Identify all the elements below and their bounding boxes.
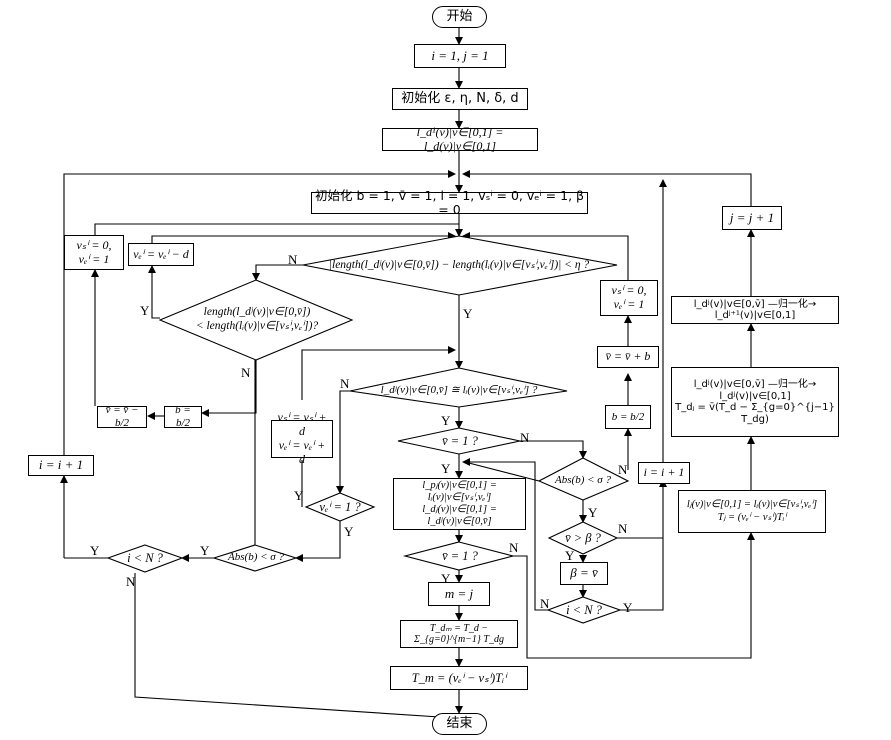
decision-vbar1-b — [402, 541, 516, 571]
decision-length-eta-text: |length(l_dʲ(v)|v∈[0,v̄]) − length(lᵢ(v)… — [328, 259, 590, 272]
i-plus-left-box: i = i + 1 — [28, 455, 94, 476]
label-no: N — [126, 574, 136, 589]
flow-line — [301, 346, 456, 400]
decision-ve1 — [304, 492, 376, 522]
set-ld-box: l_d¹(v)|v∈[0,1] = l_d(v)|v∈[0,1] — [382, 125, 538, 152]
decision-length-lt — [158, 279, 354, 361]
vbar-plus-b-box: v̄ = v̄ + b — [597, 346, 659, 368]
label-yes: Y — [441, 461, 451, 476]
assign-l-box: l_pⱼ(v)|v∈[0,1] = lᵢ(v)|v∈[vₛⁱ,vₑⁱ] l_dⱼ… — [393, 478, 526, 530]
flow-line — [462, 232, 629, 280]
label-yes: Y — [463, 306, 473, 321]
decision-abs-right — [537, 457, 630, 501]
decision-length-lt-text: length(l_dʲ(v)|v∈[0,v̄]) < length(lᵢ(v)|… — [195, 306, 319, 332]
flow-line — [462, 170, 752, 206]
normalize-box: l_dʲ(v)|v∈[0,v̄] —归一化→ l_dʲ⁺¹(v)|v∈[0,1] — [671, 296, 839, 324]
ve-minus-d-box: vₑⁱ = vₑⁱ − d — [128, 243, 194, 266]
decision-vbar-gt-beta-text: v̄ > β ? — [565, 530, 601, 545]
decision-vbar-gt-beta — [547, 521, 619, 555]
flow-line — [513, 532, 755, 659]
j-plus-box: j = j + 1 — [722, 206, 782, 230]
vs0-ve1-left-box: vₛⁱ = 0, vₑⁱ = 1 — [64, 235, 124, 270]
label-no: N — [520, 430, 530, 445]
label-yes: Y — [623, 600, 633, 615]
label-no: N — [288, 252, 298, 267]
decision-length-eta — [302, 235, 618, 296]
start-terminal: 开始 — [432, 6, 487, 28]
flow-line — [201, 360, 257, 417]
label-no: N — [618, 521, 628, 536]
vbar-minus-box: v̄ = v̄ − b/2 — [97, 404, 147, 429]
flow-line — [94, 223, 459, 235]
label-yes: Y — [140, 303, 150, 318]
decision-similar-text: l_dʲ(v)|v∈[0,v̄] ≅ lᵢ(v)|v∈[vₛⁱ,vₑⁱ] ? — [380, 384, 538, 397]
T-dm-box: T_dₘ = T_d − Σ_{g=0}^{m−1} T_dg — [400, 620, 518, 648]
decision-i-lt-N-right — [546, 596, 622, 624]
vs0-ve1-right-box: vₛⁱ = 0, vₑⁱ = 1 — [600, 280, 658, 316]
label-yes: Y — [588, 505, 598, 520]
T-m-box: T_m = (vₑⁱ − vₛⁱ)Tᵢⁱ — [390, 666, 528, 690]
decision-abs-left-text: Abs(b) < σ ? — [228, 551, 284, 564]
decision-i-lt-N-left — [106, 544, 184, 573]
decision-vbar1-b-text: v̄ = 1 ? — [442, 548, 478, 563]
label-no: N — [509, 540, 519, 555]
decision-abs-right-text: Abs(b) < σ ? — [555, 474, 611, 487]
flow-line — [464, 461, 540, 482]
flow-line — [462, 458, 548, 611]
init-params-box: 初始化 ε, η, N, δ, d — [392, 88, 528, 110]
flow-line — [63, 170, 456, 455]
decision-i-lt-N-right-text: i < N ? — [566, 602, 602, 617]
label-no: N — [241, 365, 251, 380]
flow-line — [252, 264, 307, 281]
b-half-right-box: b = b/2 — [605, 405, 651, 429]
beta-box: β = v̄ — [560, 562, 608, 585]
i-plus-right-box: i = i + 1 — [638, 462, 690, 484]
label-yes: Y — [565, 548, 575, 563]
decision-similar — [349, 367, 568, 408]
flow-line — [151, 232, 456, 243]
flow-line — [520, 440, 587, 459]
label-yes: Y — [200, 543, 210, 558]
decision-ve1-text: vₑⁱ = 1 ? — [319, 499, 361, 514]
label-no: N — [618, 462, 628, 477]
label-yes: Y — [344, 524, 354, 539]
label-yes: Y — [90, 543, 100, 558]
decision-vbar1-a-text: v̄ = 1 ? — [442, 433, 478, 448]
init-ij-box: i = 1, j = 1 — [414, 44, 506, 68]
label-yes: Y — [441, 571, 451, 586]
label-yes: Y — [294, 488, 304, 503]
init-b-box: 初始化 b = 1, v̄ = 1, i = 1, vₛⁱ = 0, vₑⁱ =… — [311, 188, 588, 217]
flow-line — [134, 573, 456, 722]
decision-vbar1-a — [397, 427, 521, 455]
label-yes: Y — [441, 413, 451, 428]
normalize-T-box: l_dʲ(v)|v∈[0,v̄] —归一化→ l_dʲ(v)|v∈[0,1] T… — [671, 367, 839, 437]
m-j-box: m = j — [428, 582, 490, 606]
flow-line — [148, 265, 160, 319]
label-no: N — [540, 596, 550, 611]
flow-line — [620, 479, 667, 611]
decision-i-lt-N-left-text: i < N ? — [127, 550, 163, 565]
end-terminal: 结束 — [432, 713, 487, 735]
Tj-box: lⱼ(v)|v∈[0,1] = lᵢ(v)|v∈[vₛⁱ,vₑⁱ] Tⱼ = (… — [678, 490, 826, 533]
flow-line — [295, 521, 341, 562]
v-plus-d-box: vₛⁱ = vₛⁱ + d vₑⁱ = vₑⁱ + d — [271, 411, 333, 466]
b-half-left-box: b = b/2 — [164, 404, 202, 429]
decision-abs-left — [212, 544, 298, 572]
label-no: N — [340, 376, 350, 391]
flow-line — [336, 390, 350, 494]
